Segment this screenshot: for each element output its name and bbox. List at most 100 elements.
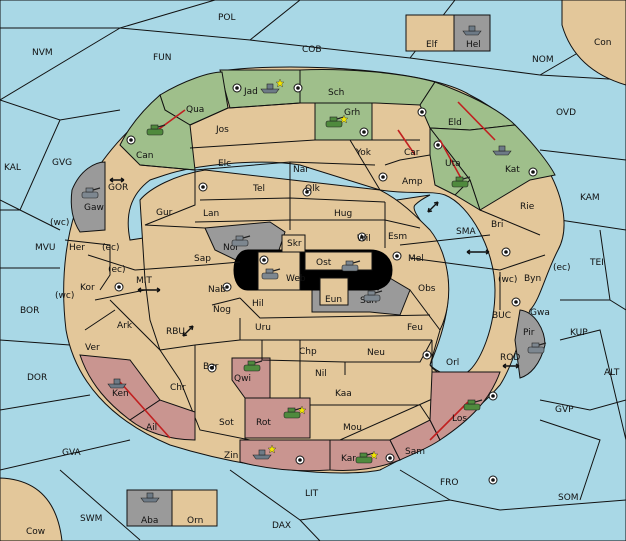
label-NVM: NVM (32, 48, 53, 58)
label-Qua: Qua (186, 105, 204, 115)
label-Kor: Kor (80, 283, 95, 293)
army-unit-Sun[interactable] (363, 290, 383, 302)
label-DAX: DAX (272, 521, 291, 531)
label-FRO: FRO (440, 478, 459, 488)
move-arrow (457, 101, 496, 141)
label-Nab: Nab (208, 285, 226, 295)
label-Pir: Pir (523, 328, 535, 338)
army-unit-Nor[interactable] (231, 235, 251, 247)
label-Wil: Wil (357, 234, 371, 244)
region-Jad[interactable] (219, 69, 301, 109)
label-Sch: Sch (328, 88, 344, 98)
label-Car: Car (404, 148, 420, 158)
label-Ver: Ver (85, 343, 100, 353)
army-unit-Los[interactable] (463, 399, 483, 411)
region-Orn[interactable] (171, 489, 218, 527)
army-unit-Grh[interactable] (325, 114, 349, 128)
label-Kaa: Kaa (335, 389, 352, 399)
label-Chr: Chr (170, 383, 186, 393)
label-Nil: Nil (315, 369, 327, 379)
label-Elf: Elf (426, 40, 438, 50)
label-Olk: Olk (305, 184, 321, 194)
label-Eld: Eld (448, 118, 462, 128)
label-Esm: Esm (388, 232, 407, 242)
army-unit-Can[interactable] (146, 124, 166, 136)
coast-marker: (ec) (108, 265, 126, 275)
label-Rot: Rot (256, 418, 271, 428)
label-KAM: KAM (580, 193, 600, 203)
move-orders (119, 101, 496, 441)
label-ALT: ALT (604, 368, 620, 378)
label-Eun: Eun (325, 295, 342, 305)
label-Ken: Ken (112, 389, 129, 399)
territory-borders (64, 102, 546, 440)
star-icon (339, 114, 349, 124)
label-GVG: GVG (52, 158, 72, 168)
star-icon (267, 444, 277, 454)
star-icon (297, 405, 307, 415)
coast-marker: (wc) (55, 291, 74, 301)
label-MVU: MVU (35, 243, 56, 253)
label-Bar: Bar (203, 362, 219, 372)
supply-centers (114, 83, 538, 485)
label-Zin: Zin (224, 451, 238, 461)
fleet-unit-Hel[interactable] (462, 25, 482, 36)
army-unit-Kar[interactable] (355, 450, 379, 464)
label-MIT: MIT (136, 276, 152, 286)
region-Elf[interactable] (405, 14, 455, 52)
label-SMA: SMA (456, 227, 476, 237)
star-icon (369, 450, 379, 460)
label-SWM: SWM (80, 514, 102, 524)
label-Chp: Chp (299, 347, 317, 357)
units-layer (81, 25, 547, 503)
label-Uru: Uru (255, 323, 271, 333)
coast-marker: (ec) (102, 243, 120, 253)
move-arrow (429, 401, 469, 441)
region-Pir[interactable] (514, 309, 546, 379)
label-Orn: Orn (187, 516, 203, 526)
label-Sot: Sot (219, 418, 234, 428)
region-Rot[interactable] (244, 397, 311, 439)
label-Sap: Sap (194, 254, 211, 264)
move-arrow (119, 381, 171, 439)
label-BUC: BUC (492, 311, 511, 321)
army-unit-Gaw[interactable] (81, 187, 101, 199)
move-arrow (397, 129, 416, 156)
fleet-unit-Jad[interactable] (260, 78, 285, 94)
label-Lan: Lan (203, 209, 219, 219)
fleet-unit-Ken[interactable] (107, 378, 127, 389)
label-Hel: Hel (466, 40, 481, 50)
fleet-unit-Aba[interactable] (140, 492, 160, 503)
move-arrow (154, 109, 186, 133)
label-Ail: Ail (146, 423, 157, 433)
army-unit-Uta[interactable] (451, 176, 471, 188)
move-arrow (439, 139, 463, 181)
star-icon (275, 78, 285, 88)
label-Ark: Ark (117, 321, 133, 331)
label-KUP: KUP (570, 328, 588, 338)
fleet-unit-Zin[interactable] (252, 444, 277, 460)
label-Aba: Aba (141, 516, 158, 526)
army-unit-Rot[interactable] (283, 405, 307, 419)
label-Mel: Mel (408, 254, 424, 264)
label-LIT: LIT (305, 489, 319, 499)
region-Kat[interactable] (428, 124, 556, 211)
label-Los: Los (452, 414, 467, 424)
label-Bri: Bri (491, 220, 503, 230)
army-unit-Web[interactable] (261, 268, 281, 280)
label-OVD: OVD (556, 108, 576, 118)
label-Yok: Yok (355, 148, 372, 158)
region-Eun[interactable] (319, 277, 349, 306)
army-unit-Qwi[interactable] (243, 360, 263, 372)
fleet-unit-Kat[interactable] (492, 145, 512, 156)
label-Elc: Elc (218, 159, 231, 169)
label-NOM: NOM (532, 55, 554, 65)
label-Mou: Mou (343, 423, 362, 433)
coast-marker: (ec) (553, 263, 571, 273)
label-Nog: Nog (213, 305, 231, 315)
label-Her: Her (69, 243, 85, 253)
label-Con: Con (594, 38, 612, 48)
army-unit-Pir[interactable] (527, 342, 547, 354)
army-unit-Ost[interactable] (341, 260, 361, 272)
